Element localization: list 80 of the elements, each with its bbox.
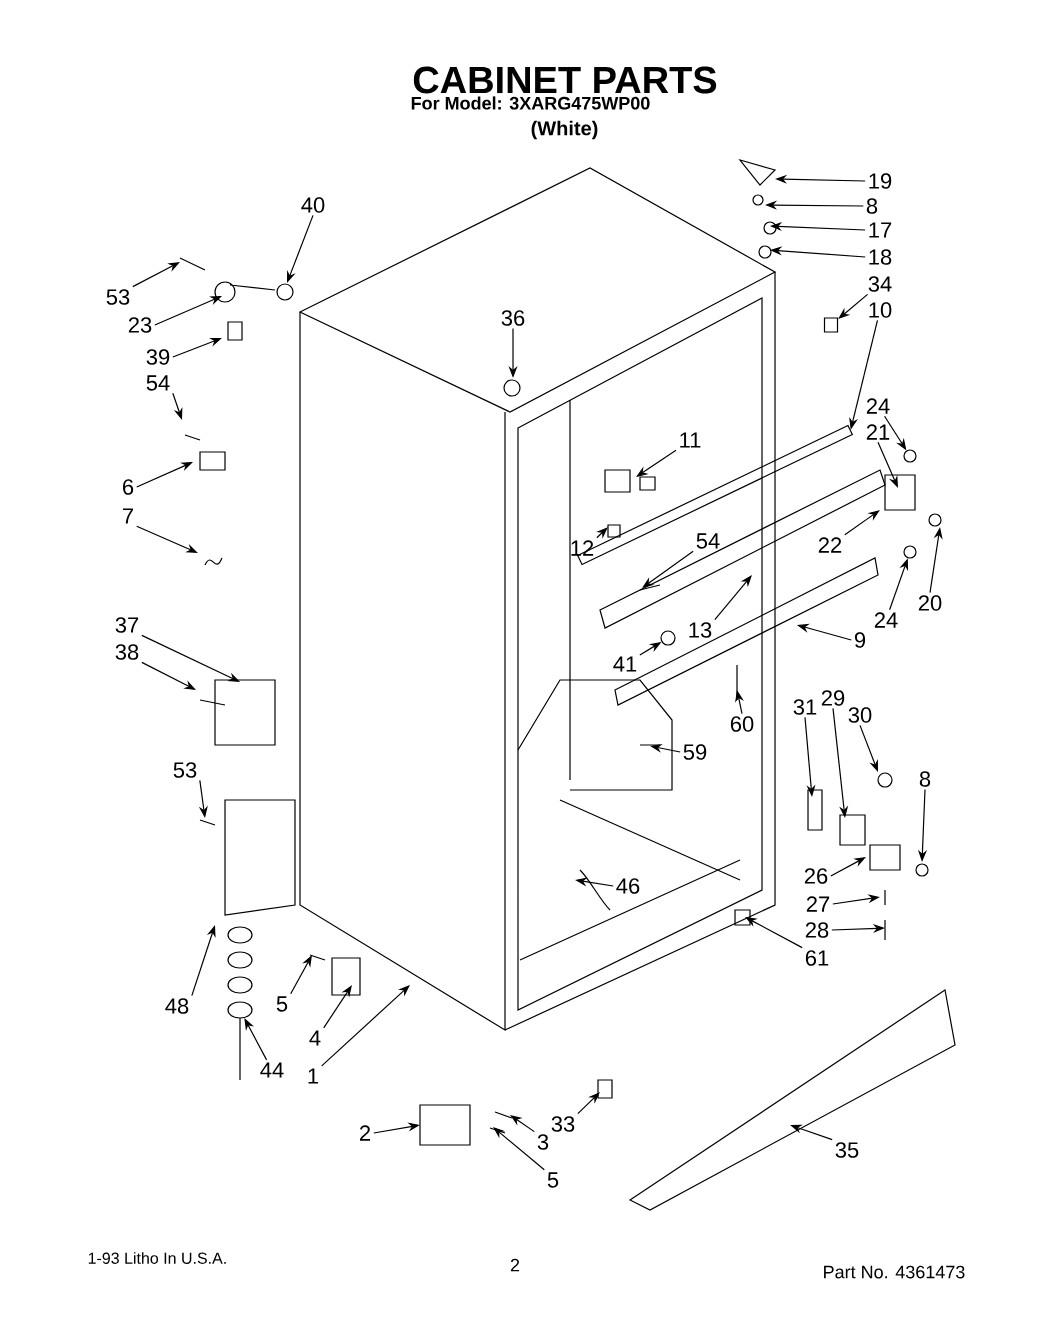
knob — [660, 630, 676, 646]
callout-number: 46 — [616, 878, 640, 894]
leader-line — [141, 634, 240, 682]
callout-number: 23 — [128, 317, 152, 333]
callout-number: 3 — [537, 1134, 549, 1150]
callout-number: 20 — [918, 595, 942, 611]
callout-number: 2 — [360, 1125, 370, 1141]
callout-number: 29 — [821, 690, 845, 706]
callout-number: 41 — [613, 656, 637, 672]
clip — [823, 317, 839, 333]
callout-number: 10 — [869, 302, 892, 318]
callout-number: 19 — [869, 173, 892, 189]
callout-number: 35 — [835, 1142, 859, 1158]
callout-number: 28 — [805, 922, 829, 938]
callout-number: 5 — [547, 1172, 559, 1188]
callout-number: 8 — [919, 771, 931, 787]
callout-number: 36 — [501, 310, 525, 326]
leader-line — [132, 262, 180, 288]
callout-number: 27 — [806, 896, 830, 912]
leader-line — [141, 661, 196, 690]
washer — [903, 545, 917, 559]
callout-number: 44 — [260, 1062, 284, 1078]
leader-line — [596, 527, 608, 539]
callout-number: 31 — [793, 699, 817, 715]
leader-line — [493, 1127, 545, 1171]
print-note: 1-93 Litho In U.S.A. — [88, 1252, 226, 1264]
callout-number: 12 — [571, 540, 594, 556]
callout-number: 6 — [123, 479, 134, 495]
leader-line — [510, 1115, 535, 1133]
callout-number: 60 — [730, 716, 754, 732]
callout-number: 22 — [818, 537, 842, 553]
callout-number: 17 — [869, 222, 892, 238]
callout-number: 53 — [106, 289, 130, 305]
callout-number: 39 — [146, 349, 170, 365]
leader-line — [714, 575, 752, 621]
leader-line — [745, 917, 803, 949]
callout-number: 7 — [123, 508, 133, 524]
callout-number: 34 — [868, 276, 892, 292]
leader-line — [136, 525, 198, 553]
callout-number: 38 — [115, 644, 139, 660]
callout-number: 9 — [854, 632, 866, 648]
callout-number: 13 — [689, 622, 712, 638]
callout-number: 61 — [805, 950, 829, 966]
callout-number: 18 — [869, 249, 892, 265]
callout-number: 40 — [301, 197, 325, 213]
callout-number: 33 — [551, 1116, 575, 1132]
callout-number: 54 — [696, 533, 720, 549]
callout-number: 24 — [866, 398, 890, 414]
leader-line — [323, 985, 352, 1029]
callout-number: 11 — [680, 432, 701, 448]
leader-line — [136, 462, 193, 488]
leader-line — [636, 449, 677, 477]
callout-number: 53 — [173, 762, 197, 778]
callout-number: 37 — [115, 617, 139, 633]
leader-line — [830, 857, 866, 877]
leader-line — [321, 985, 410, 1067]
callout-number: 5 — [276, 996, 288, 1012]
callout-number: 4 — [309, 1030, 321, 1046]
part-number: Part No. 4361473 — [824, 1265, 965, 1279]
cord-coil — [227, 1001, 253, 1019]
callout-number: 21 — [866, 424, 890, 440]
color-label: (White) — [531, 120, 598, 140]
leader-line — [577, 1092, 600, 1115]
page-number: 2 — [510, 1258, 520, 1272]
title: CABINET PARTS — [413, 66, 717, 94]
callout-number: 26 — [804, 868, 828, 884]
leader-line — [290, 955, 312, 995]
callout-number: 8 — [866, 198, 878, 214]
callout-number: 1 — [308, 1068, 319, 1084]
callout-number: 54 — [146, 375, 170, 391]
leader-line — [844, 510, 880, 536]
callout-number: 48 — [165, 998, 189, 1014]
washer — [903, 449, 917, 463]
callout-number: 59 — [683, 744, 707, 760]
leader-line — [154, 296, 222, 326]
leader-line — [877, 441, 898, 488]
model-label: For Model: 3XARG475WP00 — [411, 96, 650, 110]
callout-number: 24 — [874, 612, 898, 628]
leader-line — [642, 550, 694, 588]
callout-number: 30 — [848, 707, 872, 723]
